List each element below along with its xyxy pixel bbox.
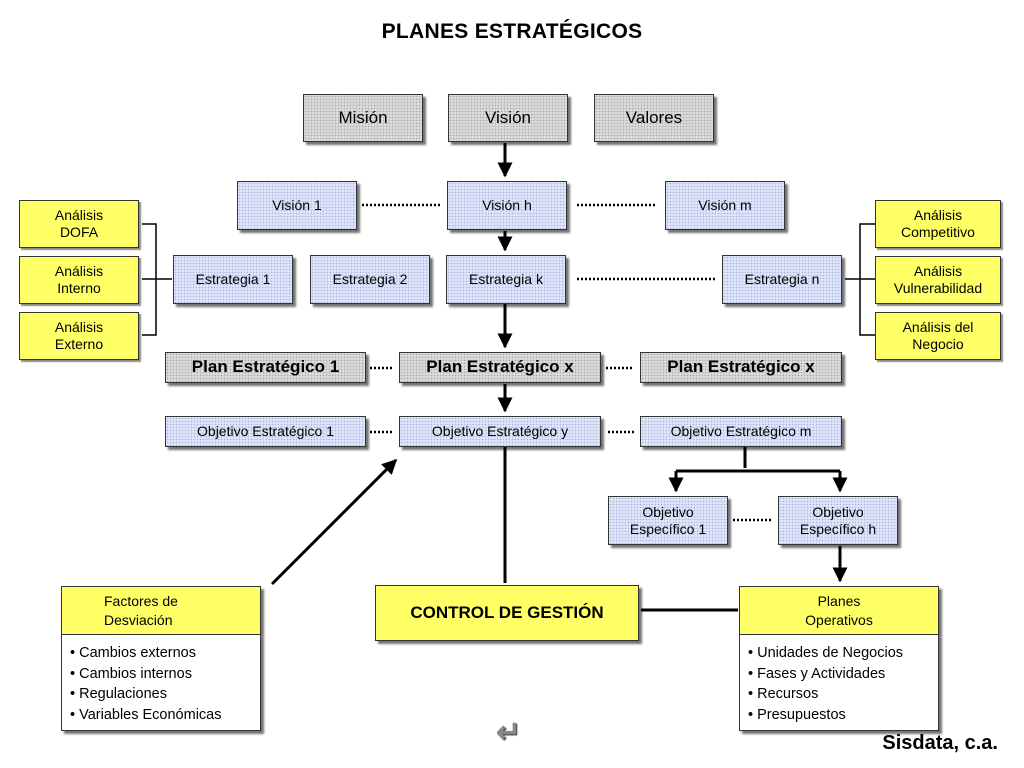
objetivo-especifico-h-box: Objetivo Específico h (778, 496, 898, 545)
factores-desviacion-heading: Factores de Desviación (61, 586, 261, 634)
estrategia-2-box: Estrategia 2 (310, 255, 430, 304)
plan-estrategico-x-box: Plan Estratégico x (399, 352, 601, 383)
objetivo-estrategico-1-box: Objetivo Estratégico 1 (165, 416, 366, 447)
estrategia-n-box: Estrategia n (722, 255, 842, 304)
vision-h-box: Visión h (447, 181, 567, 230)
list-item: Presupuestos (748, 705, 938, 726)
planes-operativos-heading: Planes Operativos (739, 586, 939, 634)
analisis-interno-box: Análisis Interno (19, 256, 139, 304)
objetivo-estrategico-y-box: Objetivo Estratégico y (399, 416, 601, 447)
analisis-negocio-box: Análisis del Negocio (875, 312, 1001, 360)
objetivo-especifico-1-box: Objetivo Específico 1 (608, 496, 728, 545)
undo-arrow-icon[interactable]: ↵ (496, 716, 522, 749)
control-gestion-box: CONTROL DE GESTIÓN (375, 585, 639, 641)
list-item: Variables Económicas (70, 705, 260, 726)
estrategia-1-box: Estrategia 1 (173, 255, 293, 304)
planes-operativos-list: Unidades de Negocios Fases y Actividades… (739, 634, 939, 731)
list-item: Recursos (748, 684, 938, 705)
analisis-dofa-box: Análisis DOFA (19, 200, 139, 248)
vision-m-box: Visión m (665, 181, 785, 230)
analisis-externo-box: Análisis Externo (19, 312, 139, 360)
list-item: Regulaciones (70, 684, 260, 705)
list-item: Cambios internos (70, 664, 260, 685)
mision-box: Misión (303, 94, 423, 142)
diagram-title: PLANES ESTRATÉGICOS (381, 20, 643, 43)
vision-1-box: Visión 1 (237, 181, 357, 230)
analisis-vulnerabilidad-box: Análisis Vulnerabilidad (875, 256, 1001, 304)
factores-desviacion-list: Cambios externos Cambios internos Regula… (61, 634, 261, 731)
valores-box: Valores (594, 94, 714, 142)
plan-estrategico-1-box: Plan Estratégico 1 (165, 352, 366, 383)
list-item: Cambios externos (70, 643, 260, 664)
objetivo-estrategico-m-box: Objetivo Estratégico m (640, 416, 842, 447)
plan-estrategico-x-right-box: Plan Estratégico x (640, 352, 842, 383)
brand-label: Sisdata, c.a. (882, 732, 998, 754)
vision-box: Visión (448, 94, 568, 142)
analisis-competitivo-box: Análisis Competitivo (875, 200, 1001, 248)
estrategia-k-box: Estrategia k (446, 255, 566, 304)
list-item: Fases y Actividades (748, 664, 938, 685)
list-item: Unidades de Negocios (748, 643, 938, 664)
